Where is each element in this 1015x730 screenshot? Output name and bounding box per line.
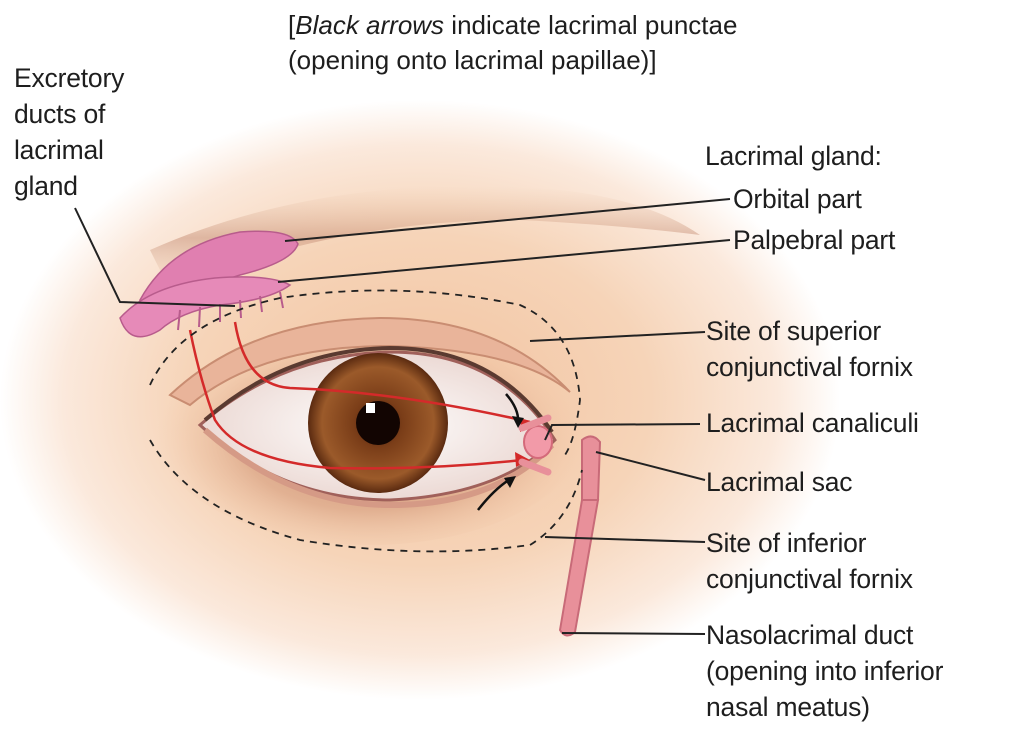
- label-lacrimal-canaliculi: Lacrimal canaliculi: [706, 405, 919, 441]
- caruncle: [524, 426, 552, 458]
- label-lacrimal-gland: Lacrimal gland:: [705, 138, 882, 174]
- note-line-2: (opening onto lacrimal papillae)]: [288, 43, 737, 78]
- label-superior-fornix: Site of superior conjunctival fornix: [706, 313, 913, 385]
- label-inferior-fornix: Site of inferior conjunctival fornix: [706, 525, 913, 597]
- lacrimal-sac: [582, 436, 600, 505]
- label-palpebral-part: Palpebral part: [733, 222, 895, 258]
- label-nasolacrimal-duct: Nasolacrimal duct (opening into inferior…: [706, 617, 943, 725]
- label-excretory-ducts: Excretory ducts of lacrimal gland: [14, 60, 124, 204]
- label-lacrimal-sac: Lacrimal sac: [706, 464, 852, 500]
- pupil: [356, 401, 400, 445]
- figure-note: [Black arrows indicate lacrimal punctae …: [288, 8, 737, 78]
- iris-highlight: [366, 403, 375, 413]
- label-orbital-part: Orbital part: [733, 181, 862, 217]
- note-italic: Black arrows: [295, 10, 444, 40]
